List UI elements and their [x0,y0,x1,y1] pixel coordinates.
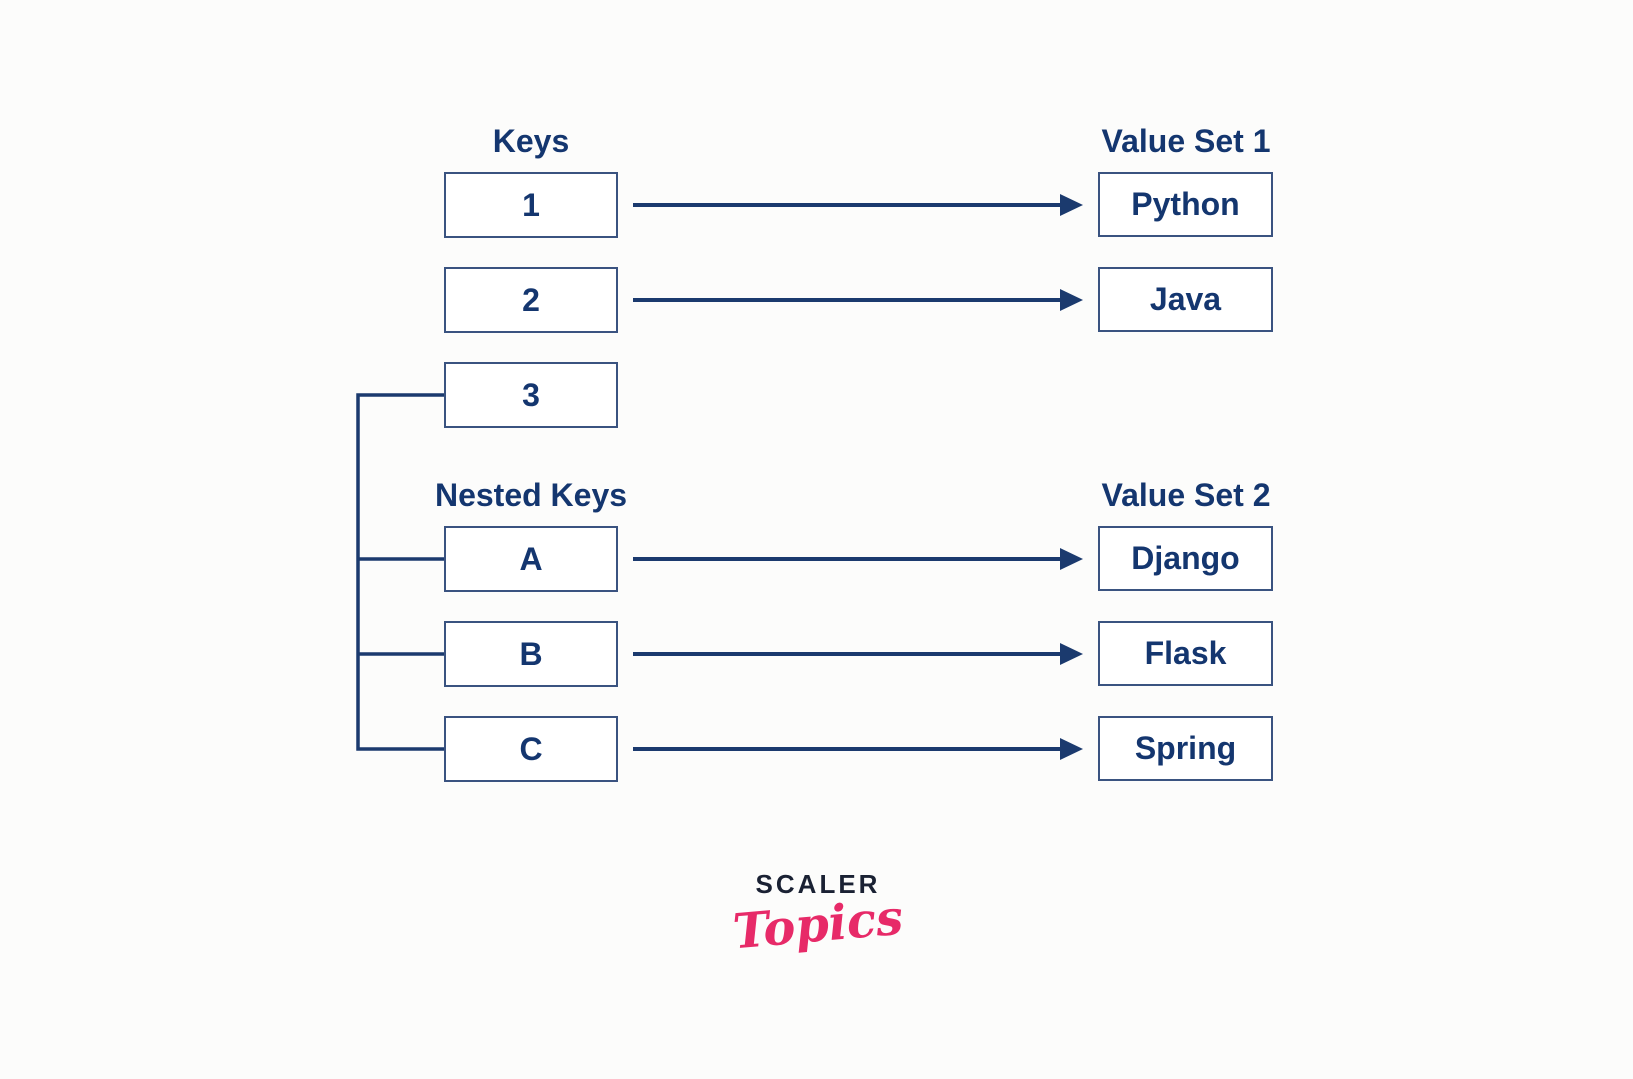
nested-key-box-a: A [444,526,618,592]
value-box-flask: Flask [1098,621,1273,686]
nested-key-box-c: C [444,716,618,782]
key-box-3: 3 [444,362,618,428]
key-box-2: 2 [444,267,618,333]
key-box-1: 1 [444,172,618,238]
arrowhead-icon [1060,289,1083,311]
arrow-key1-to-python [633,194,1083,216]
value-box-spring: Spring [1098,716,1273,781]
scaler-wordmark: SCALER [755,869,881,899]
arrow-keyA-to-django [633,548,1083,570]
value-box-django: Django [1098,526,1273,591]
arrow-key2-to-java [633,289,1083,311]
arrowhead-icon [1060,643,1083,665]
value-set-2-column-title: Value Set 2 [1101,477,1271,513]
value-set-1-column-title: Value Set 1 [1101,123,1271,159]
value-box-python: Python [1098,172,1273,237]
nested-keys-column-title: Nested Keys [434,477,628,513]
arrow-keyB-to-flask [633,643,1083,665]
topics-script-wordmark: Topics [730,889,906,960]
arrowhead-icon [1060,738,1083,760]
arrowhead-icon [1060,548,1083,570]
arrowhead-icon [1060,194,1083,216]
value-box-java: Java [1098,267,1273,332]
nested-key-box-b: B [444,621,618,687]
keys-column-title: Keys [492,123,570,159]
arrow-keyC-to-spring [633,738,1083,760]
bracket-key3-to-nested-keys [356,393,445,751]
scaler-topics-logo: SCALER Topics [731,869,906,960]
